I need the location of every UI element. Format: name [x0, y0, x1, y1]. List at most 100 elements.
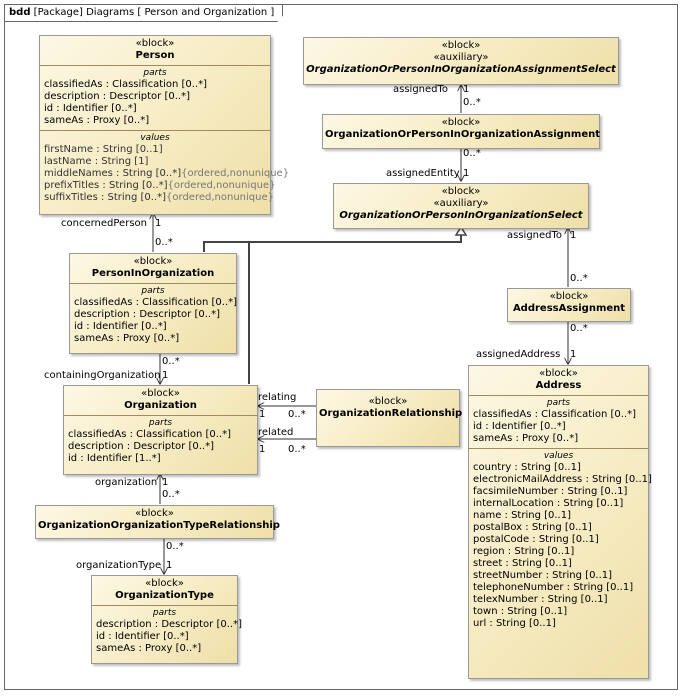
compartment-title: parts [148, 418, 173, 428]
property: id : Identifier [0..*] [96, 631, 189, 642]
parts-compartment: parts description : Descriptor [0..*] id… [92, 605, 242, 658]
role-label: related [258, 427, 294, 438]
stereotype: «block» [145, 578, 184, 589]
multiplicity: 0..* [288, 409, 306, 420]
compartment-title: values [140, 133, 170, 143]
value-property: firstName : String [0..1] [44, 144, 163, 155]
value-property: prefixTitles : String [0..*]{ordered,non… [44, 180, 276, 191]
multiplicity: 0..* [162, 356, 180, 367]
stereotype: «block» [539, 368, 578, 379]
block-name: Person [135, 50, 175, 61]
block-organization-relationship[interactable]: «block»OrganizationRelationship [316, 389, 463, 447]
role-label: assignedTo [393, 84, 449, 95]
property: id : Identifier [1..*] [68, 453, 161, 464]
block-name: OrganizationType [115, 590, 214, 601]
role-label: containingOrganization [44, 370, 161, 381]
block-organization-type[interactable]: «block»OrganizationType parts descriptio… [91, 575, 242, 664]
property: id : Identifier [0..*] [473, 421, 566, 432]
multiplicity: 1 [155, 218, 162, 229]
value-property: region : String [0..1] [473, 546, 575, 557]
multiplicity: 0..* [166, 541, 184, 552]
property: description : Descriptor [0..*] [96, 619, 242, 630]
values-compartment: values country : String [0..1] electroni… [469, 448, 652, 633]
multiplicity: 0..* [570, 323, 588, 334]
value-property: telexNumber : String [0..1] [473, 594, 608, 605]
block-org-type-relationship[interactable]: «block»OrganizationOrganizationTypeRelat… [35, 505, 280, 539]
block-address-assignment[interactable]: «block»AddressAssignment [507, 288, 631, 322]
property: sameAs : Proxy [0..*] [74, 333, 180, 344]
property: id : Identifier [0..*] [44, 103, 137, 114]
multiplicity: 0..* [162, 489, 180, 500]
role-label: concernedPerson [61, 218, 147, 229]
parts-compartment: parts classifiedAs : Classification [0..… [70, 283, 238, 348]
compartment-title: parts [143, 68, 167, 78]
multiplicity: 0..* [463, 148, 481, 159]
value-property: electronicMailAddress : String [0..1] [473, 474, 652, 485]
property: classifiedAs : Classification [0..*] [44, 79, 208, 90]
multiplicity: 1 [259, 444, 266, 455]
stereotype: «block» [135, 38, 175, 49]
block-assignment-select[interactable]: «block»«auxiliary»OrganizationOrPersonIn… [303, 37, 619, 85]
multiplicity: 1 [463, 84, 470, 95]
role-label: assignedAddress [476, 349, 561, 360]
block-name: OrganizationOrganizationTypeRelationship [38, 520, 280, 531]
block-organization[interactable]: «block»Organization parts classifiedAs :… [63, 385, 258, 475]
role-label: relating [258, 392, 297, 403]
stereotype: «block» [441, 40, 481, 51]
multiplicity: 1 [162, 370, 169, 381]
generalization-triangle [454, 225, 468, 236]
value-property: postalCode : String [0..1] [473, 534, 599, 545]
role-label: organization [95, 477, 158, 488]
value-property: name : String [0..1] [473, 510, 571, 521]
value-property: country : String [0..1] [473, 462, 581, 473]
role-label: assignedTo [507, 230, 563, 241]
generalization-pio [203, 235, 462, 252]
compartment-title: parts [546, 398, 571, 408]
property: sameAs : Proxy [0..*] [473, 433, 579, 444]
value-property: internalLocation : String [0..1] [473, 498, 624, 509]
frame-label: [Package] Diagrams [ Person and Organiza… [33, 7, 275, 18]
stereotype: «block» [441, 117, 481, 128]
value-property: postalBox : String [0..1] [473, 522, 592, 533]
values-compartment: values firstName : String [0..1] lastNam… [40, 130, 289, 207]
property: classifiedAs : Classification [0..*] [74, 297, 238, 308]
value-property: url : String [0..1] [473, 618, 556, 629]
multiplicity: 0..* [463, 97, 481, 108]
value-property: suffixTitles : String [0..*]{ordered,non… [44, 192, 274, 203]
value-property: streetNumber : String [0..1] [473, 570, 613, 581]
property: description : Descriptor [0..*] [68, 441, 214, 452]
block-name: OrganizationOrPersonInOrganizationAssign… [325, 129, 601, 140]
stereotype-auxiliary: «auxiliary» [433, 198, 489, 209]
stereotype: «block» [135, 508, 174, 519]
stereotype: «block» [368, 396, 408, 407]
block-person-in-organization[interactable]: «block»PersonInOrganization parts classi… [69, 253, 237, 354]
block-name: OrganizationRelationship [319, 408, 463, 419]
block-name: AddressAssignment [512, 303, 626, 314]
role-label: organizationType [76, 560, 162, 571]
block-person[interactable]: «block»Person parts classifiedAs : Class… [39, 35, 289, 215]
compartment-title: parts [152, 608, 177, 618]
multiplicity: 0..* [288, 444, 306, 455]
block-assignment[interactable]: «block»OrganizationOrPersonInOrganizatio… [322, 114, 600, 149]
property: description : Descriptor [0..*] [44, 91, 190, 102]
block-name: Organization [124, 400, 197, 411]
multiplicity: 1 [463, 168, 470, 179]
value-property: street : String [0..1] [473, 558, 572, 569]
block-oopio-select[interactable]: «block»«auxiliary»OrganizationOrPersonIn… [333, 183, 589, 229]
parts-compartment: parts classifiedAs : Classification [0..… [64, 415, 257, 468]
block-name: OrganizationOrPersonInOrganizationSelect [339, 210, 583, 221]
property: sameAs : Proxy [0..*] [44, 115, 150, 126]
block-address[interactable]: «block»Address parts classifiedAs : Clas… [468, 365, 652, 679]
multiplicity: 1 [162, 477, 169, 488]
stereotype: «block» [441, 186, 481, 197]
value-property: town : String [0..1] [473, 606, 568, 617]
multiplicity: 1 [570, 230, 577, 241]
frame-kind: bdd [9, 7, 31, 18]
compartment-title: values [543, 451, 574, 461]
block-name: PersonInOrganization [91, 268, 215, 279]
property: classifiedAs : Classification [0..*] [473, 409, 637, 420]
property: id : Identifier [0..*] [74, 321, 167, 332]
compartment-title: parts [141, 286, 165, 296]
multiplicity: 0..* [155, 237, 173, 248]
